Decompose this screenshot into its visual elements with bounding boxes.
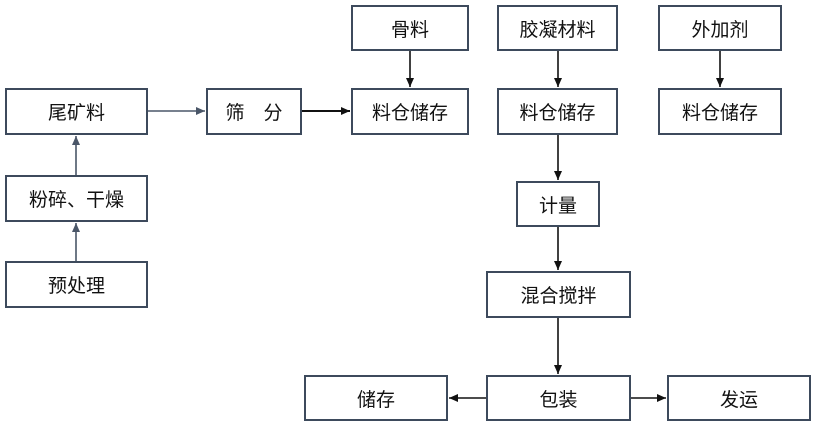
node-pretreat: 预处理 — [5, 261, 148, 308]
node-aggregate: 骨料 — [351, 5, 469, 51]
node-mixing: 混合搅拌 — [486, 271, 631, 318]
node-packaging: 包装 — [486, 375, 631, 421]
node-shipping: 发运 — [667, 375, 811, 421]
node-silo-storage-3: 料仓储存 — [658, 88, 782, 135]
node-tailings: 尾矿料 — [5, 88, 148, 135]
node-silo-storage-1: 料仓储存 — [351, 88, 469, 135]
node-binder: 胶凝材料 — [497, 5, 618, 51]
node-storage: 储存 — [304, 375, 448, 421]
node-metering: 计量 — [516, 181, 600, 227]
node-silo-storage-2: 料仓储存 — [497, 88, 618, 135]
node-additive: 外加剂 — [658, 5, 782, 51]
node-grind-dry: 粉碎、干燥 — [5, 175, 148, 222]
node-screening: 筛 分 — [206, 88, 302, 135]
